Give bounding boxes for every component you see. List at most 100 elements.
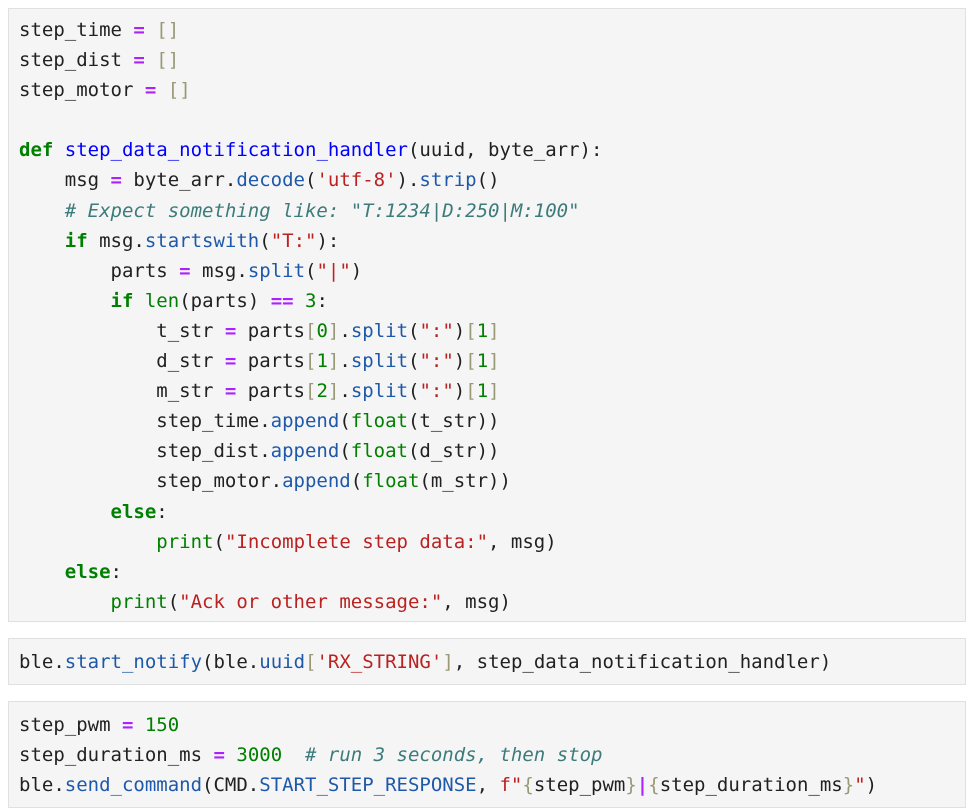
code-token: 1: [476, 350, 489, 373]
code-token: (t_str)): [407, 410, 500, 433]
code-token: start_notify: [64, 651, 203, 673]
code-token: (: [408, 380, 420, 403]
code-token: [294, 290, 305, 312]
code-token: [19, 200, 65, 222]
code-token: (: [259, 229, 271, 252]
code-token: float: [362, 470, 420, 493]
code-token: START_STEP_RESPONSE: [259, 774, 477, 797]
code-token: [19, 531, 156, 553]
code-line: msg = byte_arr.decode('utf-8').strip(): [19, 165, 965, 195]
code-token: print: [110, 590, 168, 613]
code-token: (: [305, 259, 317, 282]
code-token: =: [224, 380, 237, 403]
code-token: ]: [488, 380, 500, 403]
code-token: float: [350, 410, 408, 433]
code-token: strip: [419, 169, 477, 192]
code-token: =: [144, 79, 157, 102]
code-token: [225, 744, 236, 766]
code-token: ]: [327, 380, 340, 403]
code-token: parts: [236, 350, 305, 373]
code-token: (uuid, byte_arr):: [407, 139, 603, 162]
code-token: uuid: [259, 651, 306, 673]
code-line: step_motor = []: [19, 75, 965, 105]
code-token: .: [339, 319, 351, 342]
code-line: if len(parts) == 3:: [19, 286, 965, 316]
code-cell-notification-handler[interactable]: step_time = []step_dist = []step_motor =…: [8, 8, 966, 622]
code-line: step_duration_ms = 3000 # run 3 seconds,…: [19, 740, 965, 770]
code-token: [19, 230, 65, 252]
code-line: parts = msg.split("|"): [19, 256, 965, 286]
code-token: "|": [316, 259, 351, 282]
code-token: d_str: [19, 350, 225, 373]
code-token: =: [110, 169, 122, 192]
code-cell-start-notify[interactable]: ble.start_notify(ble.uuid['RX_STRING'], …: [8, 638, 966, 685]
code-line: [19, 105, 965, 135]
code-token: m_str: [19, 380, 225, 403]
code-block[interactable]: ble.start_notify(ble.uuid['RX_STRING'], …: [9, 639, 965, 677]
code-token: [: [465, 350, 477, 373]
code-token: if: [64, 229, 88, 252]
code-token: (: [339, 440, 351, 463]
code-token: ":": [419, 380, 454, 403]
code-token: (: [408, 350, 420, 373]
code-token: []: [156, 19, 180, 41]
code-token: ): [865, 774, 878, 797]
code-token: =: [133, 49, 145, 72]
code-token: ":": [419, 319, 454, 342]
code-token: if: [110, 289, 134, 312]
code-token: else: [110, 500, 157, 523]
code-token: (CMD.: [202, 774, 260, 797]
code-token: [19, 561, 65, 583]
code-token: step_data_notification_handler: [64, 139, 408, 162]
code-token: :: [110, 560, 122, 583]
code-token: (: [167, 590, 180, 613]
code-token: print: [156, 530, 214, 553]
code-line: print("Ack or other message:", msg): [19, 587, 965, 617]
code-token: 2: [316, 380, 328, 403]
code-token: , step_data_notification_handler): [453, 651, 832, 673]
code-token: 1: [476, 380, 489, 403]
code-token: =: [213, 744, 225, 767]
code-token: (d_str)): [407, 440, 500, 463]
code-token: , msg): [488, 530, 557, 553]
code-token: =: [224, 319, 237, 342]
code-token: 1: [316, 350, 328, 373]
code-token: step_duration_ms: [659, 774, 843, 797]
code-token: step_pwm: [19, 714, 122, 736]
code-token: decode: [236, 169, 305, 192]
code-token: 0: [316, 319, 328, 342]
code-token: step_duration_ms: [19, 744, 214, 767]
code-block[interactable]: step_time = []step_dist = []step_motor =…: [9, 9, 965, 617]
code-token: [19, 501, 111, 523]
code-token: split: [350, 319, 409, 342]
code-token: ":": [419, 350, 454, 373]
code-token: ): [350, 259, 363, 282]
code-line: ble.start_notify(ble.uuid['RX_STRING'], …: [19, 647, 965, 677]
code-token: startswith: [144, 229, 260, 252]
code-token: (parts): [179, 289, 271, 312]
code-token: ):: [316, 229, 340, 252]
code-token: [: [465, 319, 477, 342]
code-token: 'utf-8': [316, 169, 397, 192]
code-token: [: [305, 380, 317, 403]
code-token: split: [350, 380, 409, 403]
code-token: def: [19, 139, 54, 162]
code-token: ==: [270, 289, 294, 312]
code-token: step_motor.: [19, 470, 283, 493]
code-line: # Expect something like: "T:1234|D:250|M…: [19, 196, 965, 226]
code-token: send_command: [64, 774, 203, 797]
code-line: step_time = []: [19, 15, 965, 45]
code-token: }: [842, 774, 855, 797]
code-token: [53, 139, 64, 161]
code-token: split: [350, 350, 409, 373]
code-token: step_pwm: [533, 774, 626, 797]
code-token: "T:": [270, 229, 317, 252]
code-token: # run 3 seconds, then stop: [305, 744, 603, 767]
code-token: .: [339, 380, 351, 403]
code-token: # Expect something like: "T:1234|D:250|M…: [64, 199, 580, 222]
code-token: (m_str)): [419, 470, 511, 493]
code-token: parts: [236, 380, 305, 403]
code-token: ]: [442, 651, 454, 673]
